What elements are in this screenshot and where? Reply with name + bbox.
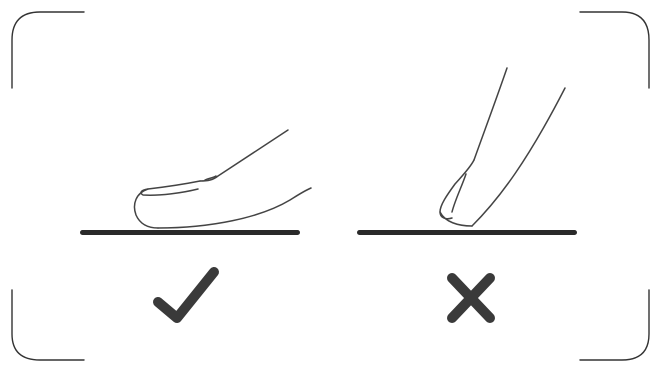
panel-correct	[80, 130, 311, 318]
finger-flat-pad-icon	[135, 130, 312, 228]
frame-corner-top-right	[580, 12, 649, 88]
check-mark-icon	[158, 272, 214, 318]
frame-corner-bottom-right	[580, 290, 649, 360]
x-mark-icon	[452, 278, 490, 318]
surface-line-right	[357, 230, 577, 235]
frame-corner-bottom-left	[12, 290, 84, 360]
surface-line-left	[80, 230, 300, 235]
frame-corner-top-left	[12, 12, 84, 88]
panel-incorrect	[357, 68, 577, 318]
corner-frame	[12, 12, 649, 360]
finger-tip-upright-icon	[440, 68, 565, 226]
